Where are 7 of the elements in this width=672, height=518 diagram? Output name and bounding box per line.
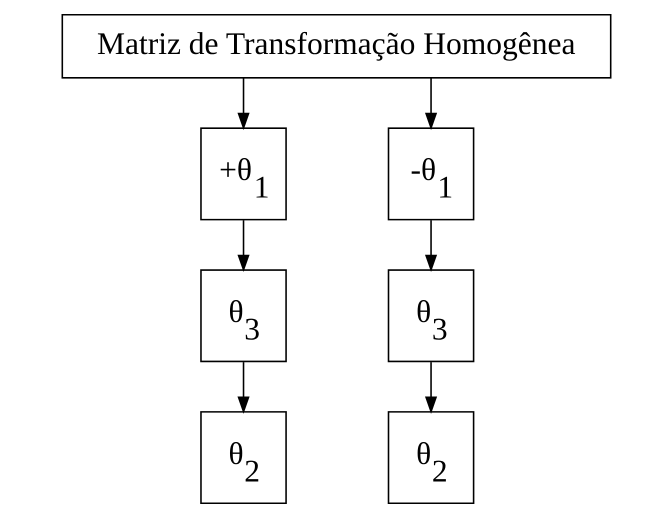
arrow — [236, 362, 250, 414]
node-box: Matriz de Transformação Homogênea — [61, 14, 611, 79]
arrow — [236, 78, 250, 130]
arrow — [424, 362, 437, 414]
arrow — [424, 220, 437, 272]
arrow — [236, 220, 250, 272]
arrow — [424, 78, 437, 130]
